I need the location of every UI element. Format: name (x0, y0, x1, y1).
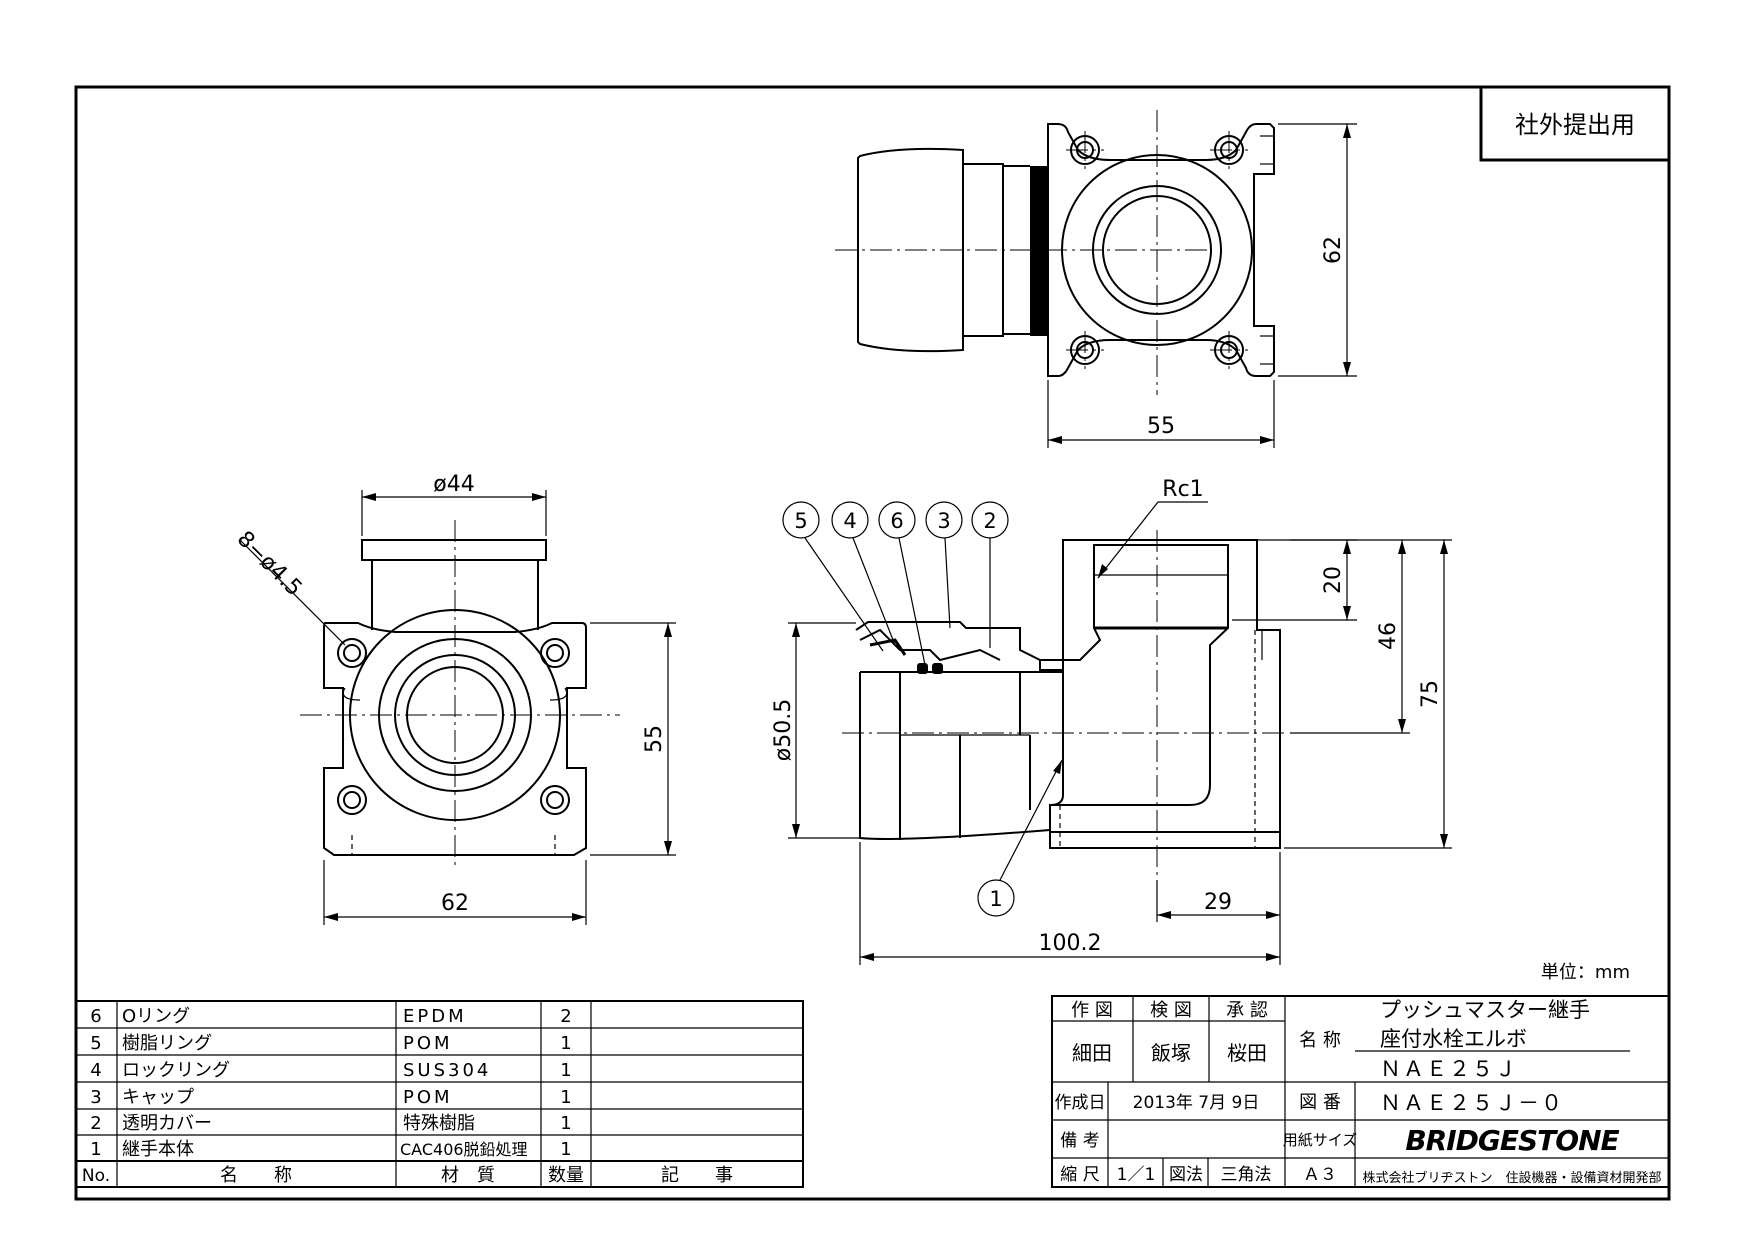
dim-front-width: 62 (441, 891, 469, 916)
svg-text:キャップ: キャップ (122, 1087, 194, 1108)
svg-text:6: 6 (90, 1006, 101, 1027)
svg-text:Oリング: Oリング (122, 1006, 190, 1027)
balloon-2: 2 (971, 501, 1009, 648)
svg-text:1: 1 (560, 1113, 571, 1134)
product-code: ＮＡＥ２５Ｊ (1380, 1057, 1518, 1081)
approved-by: 桜田 (1227, 1041, 1267, 1065)
dim-total-length: 100.2 (1039, 931, 1102, 956)
svg-text:CAC406脱鉛処理: CAC406脱鉛処理 (400, 1140, 528, 1159)
section-view: ø50.5 20 46 75 29 100.2 Rc1 5 (771, 477, 1452, 965)
svg-text:継手本体: 継手本体 (122, 1139, 194, 1160)
drawing-no-label: 図 番 (1299, 1092, 1341, 1113)
date-label: 作成日 (1055, 1093, 1106, 1113)
svg-text:1: 1 (560, 1060, 571, 1081)
svg-text:5: 5 (794, 509, 807, 533)
table-row: 1 継手本体 CAC406脱鉛処理 1 (90, 1139, 571, 1160)
dim-body-offset: 29 (1204, 890, 1232, 915)
approved-label: 承 認 (1226, 1000, 1268, 1021)
parts-table: 6 Oリング EPDM 2 5 樹脂リング POM 1 4 ロックリング SUS… (75, 1000, 804, 1188)
svg-text:2: 2 (90, 1113, 101, 1134)
dim-top-width: 55 (1147, 414, 1175, 439)
table-row: 4 ロックリング SUS304 1 (90, 1060, 571, 1081)
table-row: 5 樹脂リング POM 1 (90, 1033, 571, 1054)
svg-text:樹脂リング: 樹脂リング (122, 1033, 212, 1054)
top-view: 62 55 (835, 110, 1357, 448)
dim-total-height: 75 (1418, 680, 1443, 708)
checked-by: 飯塚 (1151, 1041, 1191, 1065)
drawing-border (74, 85, 1671, 1201)
paper-label: 用紙サイズ (1283, 1131, 1358, 1149)
scale-value: 1／1 (1117, 1165, 1156, 1185)
svg-text:1: 1 (560, 1087, 571, 1108)
balloon-4: 4 (831, 501, 896, 646)
svg-text:材 質: 材 質 (441, 1165, 495, 1186)
drawn-by: 細田 (1072, 1041, 1112, 1065)
svg-text:記 事: 記 事 (661, 1165, 733, 1186)
svg-text:POM: POM (403, 1033, 453, 1054)
drawing-no: ＮＡＥ２５Ｊ－０ (1380, 1091, 1564, 1115)
stamp-text: 社外提出用 (1515, 111, 1635, 139)
svg-text:SUS304: SUS304 (403, 1060, 491, 1081)
table-row: 6 Oリング EPDM 2 (90, 1006, 571, 1027)
paper-size: Ａ３ (1303, 1165, 1337, 1185)
svg-text:特殊樹脂: 特殊樹脂 (403, 1113, 475, 1134)
svg-text:EPDM: EPDM (403, 1006, 467, 1027)
table-header: No. 名 称 材 質 数量 記 事 (82, 1165, 733, 1186)
method-label: 図法 (1169, 1165, 1203, 1185)
svg-text:1: 1 (989, 887, 1002, 911)
method-value: 三角法 (1221, 1165, 1272, 1185)
remarks-label: 備 考 (1060, 1131, 1099, 1151)
company-name: 株式会社ブリヂストン 住設機器・設備資材開発部 (1362, 1170, 1661, 1186)
svg-text:1: 1 (560, 1033, 571, 1054)
name-label: 名 称 (1299, 1030, 1341, 1051)
dim-front-dia: ø44 (433, 472, 474, 497)
svg-text:数量: 数量 (548, 1165, 584, 1186)
stamp-box: 社外提出用 (1479, 87, 1669, 162)
balloon-6: 6 (878, 501, 926, 666)
svg-text:1: 1 (90, 1139, 101, 1160)
dim-thread-depth: 20 (1321, 566, 1346, 594)
svg-text:2: 2 (983, 509, 996, 533)
balloon-3: 3 (925, 501, 963, 629)
svg-text:名 称: 名 称 (220, 1165, 292, 1186)
dim-holes: 8−ø4.5 (232, 527, 307, 602)
product-name-1: プッシュマスター継手 (1380, 998, 1590, 1022)
date-value: 2013年 7月 9日 (1133, 1093, 1260, 1113)
balloon-1: 1 (977, 759, 1063, 917)
svg-text:5: 5 (90, 1033, 101, 1054)
svg-text:4: 4 (843, 509, 856, 533)
product-name-2: 座付水栓エルボ (1380, 1027, 1527, 1051)
dim-socket-dia: ø50.5 (771, 699, 796, 761)
svg-text:POM: POM (403, 1087, 453, 1108)
balloon-5: 5 (782, 501, 884, 652)
brand-logo: BRIDGESTONE (1405, 1124, 1619, 1157)
checked-label: 検 図 (1150, 1000, 1192, 1021)
dim-thread: Rc1 (1162, 477, 1203, 502)
svg-text:2: 2 (560, 1006, 571, 1027)
table-row: 2 透明カバー 特殊樹脂 1 (90, 1113, 571, 1134)
svg-text:4: 4 (90, 1060, 101, 1081)
svg-text:3: 3 (90, 1087, 101, 1108)
front-view: ø44 8−ø4.5 55 62 (232, 472, 676, 925)
title-block: 作 図 検 図 承 認 細田 飯塚 桜田 名 称 プッシュマスター継手 座付水栓… (1051, 995, 1670, 1188)
svg-text:1: 1 (560, 1139, 571, 1160)
unit-label: 単位：mm (1541, 962, 1630, 983)
svg-text:No.: No. (82, 1166, 110, 1186)
drawn-label: 作 図 (1071, 1000, 1113, 1021)
dim-outlet-height: 46 (1376, 622, 1401, 650)
scale-label: 縮 尺 (1060, 1165, 1099, 1185)
svg-text:6: 6 (890, 509, 903, 533)
svg-text:透明カバー: 透明カバー (122, 1113, 212, 1134)
svg-text:3: 3 (937, 509, 950, 533)
dim-front-height: 55 (642, 725, 667, 753)
table-row: 3 キャップ POM 1 (90, 1087, 571, 1108)
dim-top-height: 62 (1321, 236, 1346, 264)
svg-text:ロックリング: ロックリング (122, 1060, 230, 1081)
